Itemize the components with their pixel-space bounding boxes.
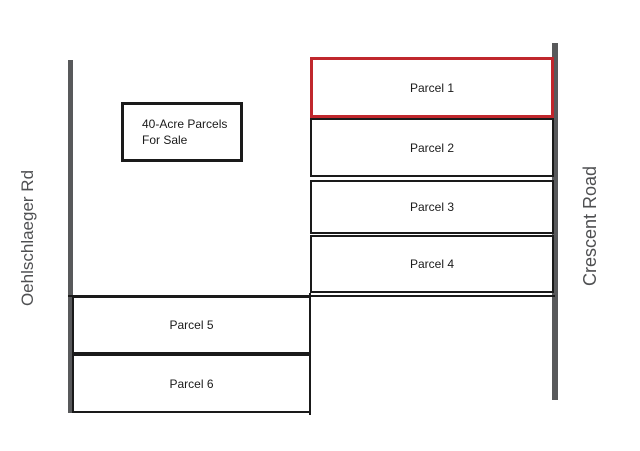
legend-line-2: For Sale [142,133,188,147]
parcel-1-label: Parcel 1 [409,80,455,95]
legend-box: 40-Acre Parcels For Sale [121,102,243,162]
parcel-3: Parcel 3 [310,180,554,234]
road-label-crescent: Crescent Road [580,165,600,287]
road-line-right [552,43,558,400]
parcel-2: Parcel 2 [310,118,554,177]
legend-line-1: 40-Acre Parcels [142,117,228,131]
road-line-left [68,60,73,413]
parcel-5: Parcel 5 [72,296,311,354]
parcel-5-label: Parcel 5 [169,318,214,332]
road-label-oehlschlaeger: Oehlschlaeger Rd [18,169,37,307]
parcel-2-label: Parcel 2 [409,140,455,155]
parcel-6-label: Parcel 6 [169,376,214,391]
boundary-line-horizontal [68,295,555,297]
parcel-6: Parcel 6 [72,354,311,413]
parcel-3-label: Parcel 3 [409,200,455,214]
parcel-1: Parcel 1 [310,57,554,118]
parcel-4-label: Parcel 4 [409,257,455,271]
parcel-4: Parcel 4 [310,235,554,293]
